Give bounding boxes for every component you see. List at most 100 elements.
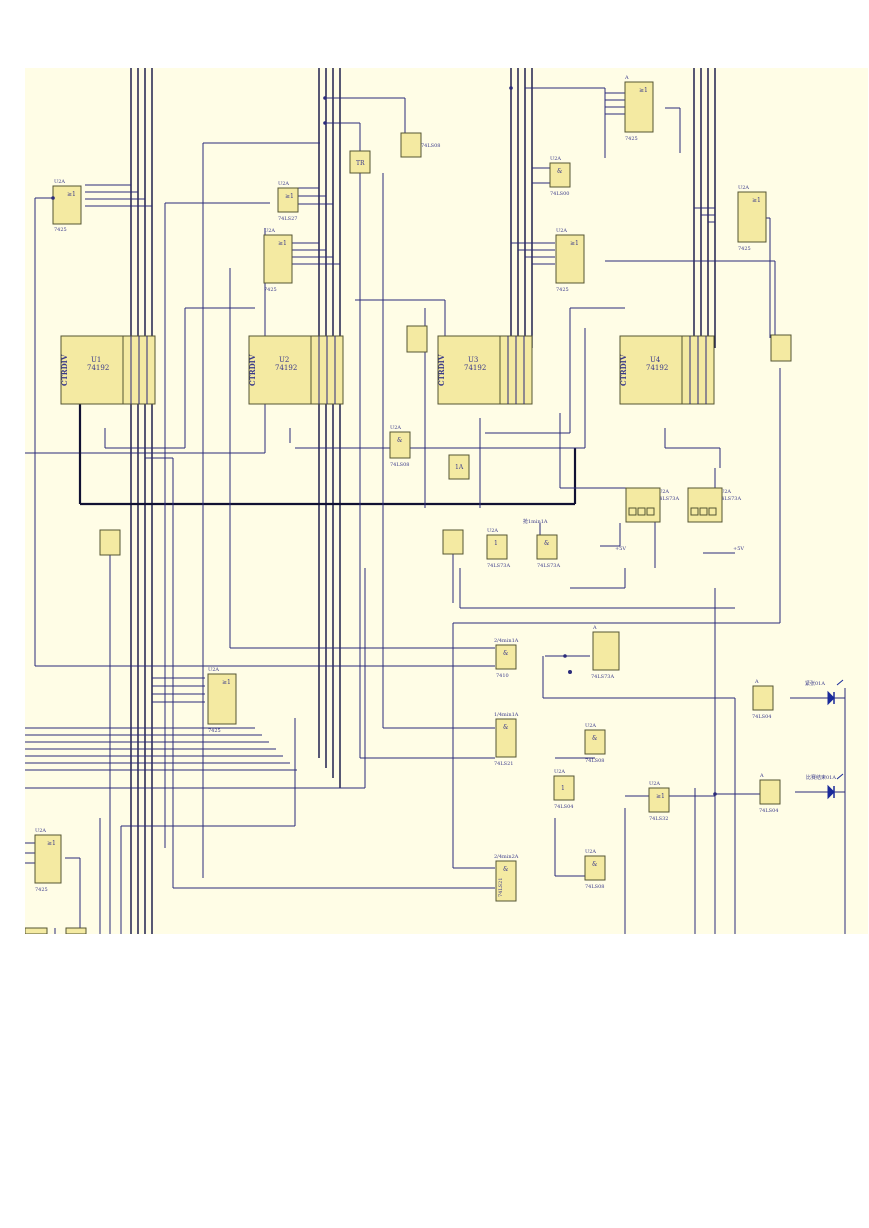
- gate-ref: U2A: [278, 181, 289, 187]
- small-buffer-g: [442, 529, 464, 555]
- small-buffer-b: 74LS08: [400, 132, 440, 158]
- gate-ref: U2A: [556, 228, 567, 234]
- flipflop-b: U2A 74LS73A: [687, 487, 741, 523]
- gate-symbol: &: [503, 650, 509, 657]
- buffer-label: TR: [356, 160, 365, 167]
- gate-part: 7425: [35, 887, 48, 893]
- gate-74ls73a-a: U2A 1 74LS73A: [486, 528, 510, 569]
- gate-symbol: &: [503, 724, 509, 731]
- ff-part: 74LS73A: [656, 496, 679, 502]
- counter-u3-ref: U3: [468, 356, 478, 364]
- gate-7425-b: U2A ≥1 7425: [263, 228, 293, 293]
- gate-part: 74LS21: [494, 761, 513, 767]
- counter-u3-part: 74192: [464, 364, 486, 372]
- gate-74ls08-b: U2A & 74LS08: [584, 723, 606, 764]
- gate-symbol: &: [592, 861, 598, 868]
- gate-ref: U2A: [649, 781, 660, 787]
- counter-u1-ctrdiv: CTRDIV: [60, 354, 69, 386]
- flipflop-a: U2A 74LS73A: [625, 487, 679, 523]
- ff-part: 74LS73A: [591, 674, 614, 680]
- gate-symbol: ≥1: [752, 197, 761, 204]
- ff-ref: A: [592, 625, 597, 631]
- gate-symbol: &: [397, 437, 403, 444]
- counter-u3-ctrdiv: CTRDIV: [437, 354, 446, 386]
- gate-ref: U2A: [554, 769, 565, 775]
- gate-ref: U2A: [264, 228, 275, 234]
- led-label: 紧张01A: [805, 680, 825, 687]
- junction-dots: [51, 86, 717, 796]
- gate-ref: U2A: [390, 425, 401, 431]
- input-stubs: [25, 92, 715, 864]
- gate-7410: 2/4min1A & 7410: [494, 638, 519, 679]
- gate-ref: U2A: [738, 185, 749, 191]
- gate-part: 7425: [264, 287, 277, 293]
- gate-symbol: 1: [561, 785, 565, 792]
- gate-74ls00: U2A & 74LS00: [549, 156, 571, 197]
- gate-ref: U2A: [550, 156, 561, 162]
- small-buffer-f: 1A: [448, 454, 470, 480]
- counter-u4: CTRDIV U4 74192: [619, 335, 715, 405]
- small-buffer-i: [65, 927, 87, 935]
- gate-74ls04-a: U2A 1 74LS04: [553, 769, 575, 810]
- gate-part: 74LS08: [585, 758, 604, 764]
- gate-symbol: 1: [494, 540, 498, 547]
- vcc-label-b: +5V: [733, 546, 744, 552]
- gate-74ls27: U2A ≥1 74LS27: [277, 181, 299, 222]
- gate-74ls08-c: U2A & 74LS08: [584, 849, 606, 890]
- gate-symbol: &: [503, 866, 509, 873]
- small-buffer-h: [24, 927, 48, 935]
- gate-symbol: ≥1: [656, 793, 665, 800]
- gate-part: 7425: [625, 136, 638, 142]
- gate-symbol: &: [544, 540, 550, 547]
- buffer-label: 74LS08: [421, 143, 440, 149]
- counter-u2: CTRDIV U2 74192: [248, 335, 344, 405]
- gate-symbol: ≥1: [222, 679, 231, 686]
- gate-ref: U2A: [54, 179, 65, 185]
- led-label: 比赛结束01A: [806, 774, 836, 781]
- gate-ref: U2A: [487, 528, 498, 534]
- gate-74ls21-a: 1/4min1A & 74LS21: [494, 712, 519, 767]
- counter-u1: CTRDIV U1 74192: [60, 335, 156, 405]
- gate-7425-a: U2A ≥1 7425: [52, 179, 82, 233]
- gate-part: 7425: [54, 227, 67, 233]
- gate-7425-d: A ≥1 7425: [624, 75, 654, 142]
- small-buffer-d: [770, 334, 792, 362]
- flipflop-c: A 74LS73A: [591, 625, 620, 680]
- gate-part: 74LS08: [390, 462, 409, 468]
- gate-7425-c: U2A ≥1 7425: [555, 228, 585, 293]
- gate-symbol: ≥1: [285, 193, 294, 200]
- gate-74ls73a-b: 抢1min1A & 74LS73A: [523, 518, 560, 569]
- gate-part: 7410: [496, 673, 509, 679]
- gate-74ls21-b: 2/4min2A & 74LS21: [494, 854, 519, 902]
- gate-symbol: ≥1: [639, 87, 648, 94]
- gate-part: 74LS21: [498, 878, 504, 897]
- gate-part: 74LS27: [278, 216, 297, 222]
- counter-u1-part: 74192: [87, 364, 109, 372]
- small-buffer-a: TR: [349, 150, 371, 174]
- counter-u4-part: 74192: [646, 364, 668, 372]
- inverter-nervous: A 74LS04 紧张01A: [752, 679, 825, 720]
- gate-part: 74LS73A: [487, 563, 510, 569]
- wiring: [25, 87, 846, 934]
- counter-u2-ctrdiv: CTRDIV: [248, 354, 257, 386]
- inv-ref: A: [754, 679, 759, 685]
- counter-u2-ref: U2: [279, 356, 289, 364]
- inverter-game-over: A 74LS04 比赛结束01A: [759, 773, 836, 814]
- ff-part: 74LS73A: [718, 496, 741, 502]
- ff-ref: U2A: [658, 489, 669, 495]
- counter-u3: CTRDIV U3 74192: [437, 335, 533, 405]
- counter-u4-ref: U4: [650, 356, 661, 364]
- inv-part: 74LS04: [759, 808, 778, 814]
- gate-part: 7425: [556, 287, 569, 293]
- small-buffer-e: [99, 529, 121, 556]
- gate-symbol: &: [592, 735, 598, 742]
- counter-u1-ref: U1: [91, 356, 101, 364]
- gate-symbol: &: [557, 168, 563, 175]
- gate-ref: U2A: [585, 723, 596, 729]
- gate-part: 74LS08: [585, 884, 604, 890]
- buffer-label: 1A: [455, 464, 464, 471]
- gate-symbol: ≥1: [47, 840, 56, 847]
- gate-part: 7425: [738, 246, 751, 252]
- counter-u4-ctrdiv: CTRDIV: [619, 354, 628, 386]
- gate-ref: 抢1min1A: [523, 518, 548, 525]
